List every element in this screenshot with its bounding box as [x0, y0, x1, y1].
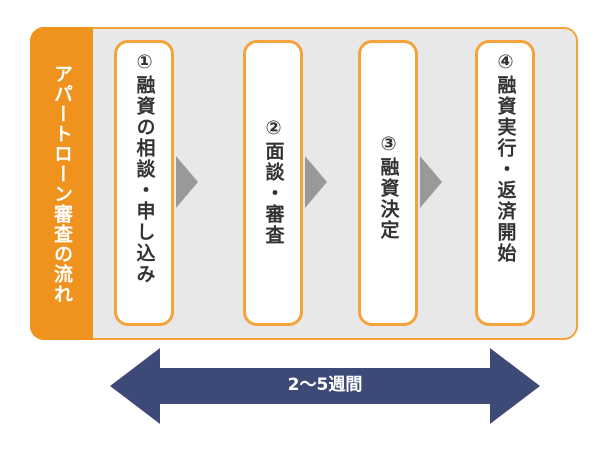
flow-title-text: アパートローン審査の流れ	[51, 63, 73, 304]
chevron-right-icon	[176, 156, 198, 208]
flow-title: アパートローン審査の流れ	[30, 27, 93, 340]
duration-label: 2〜5週間	[287, 375, 363, 395]
step-label: ③融資決定	[377, 133, 400, 241]
step-card-consultation: ①融資の相談・申し込み	[114, 40, 174, 326]
chevron-right-icon	[305, 156, 327, 208]
chevron-right-icon	[420, 156, 442, 208]
step-card-decision: ③融資決定	[358, 40, 418, 326]
step-label: ④融資実行・返済開始	[494, 51, 517, 264]
step-card-execution: ④融資実行・返済開始	[475, 40, 535, 326]
step-label: ②面談・審査	[262, 117, 285, 246]
double-arrow-shape	[110, 348, 540, 424]
step-label: ①融資の相談・申し込み	[133, 51, 156, 285]
double-arrow-icon	[110, 348, 540, 424]
step-card-interview: ②面談・審査	[243, 40, 303, 326]
